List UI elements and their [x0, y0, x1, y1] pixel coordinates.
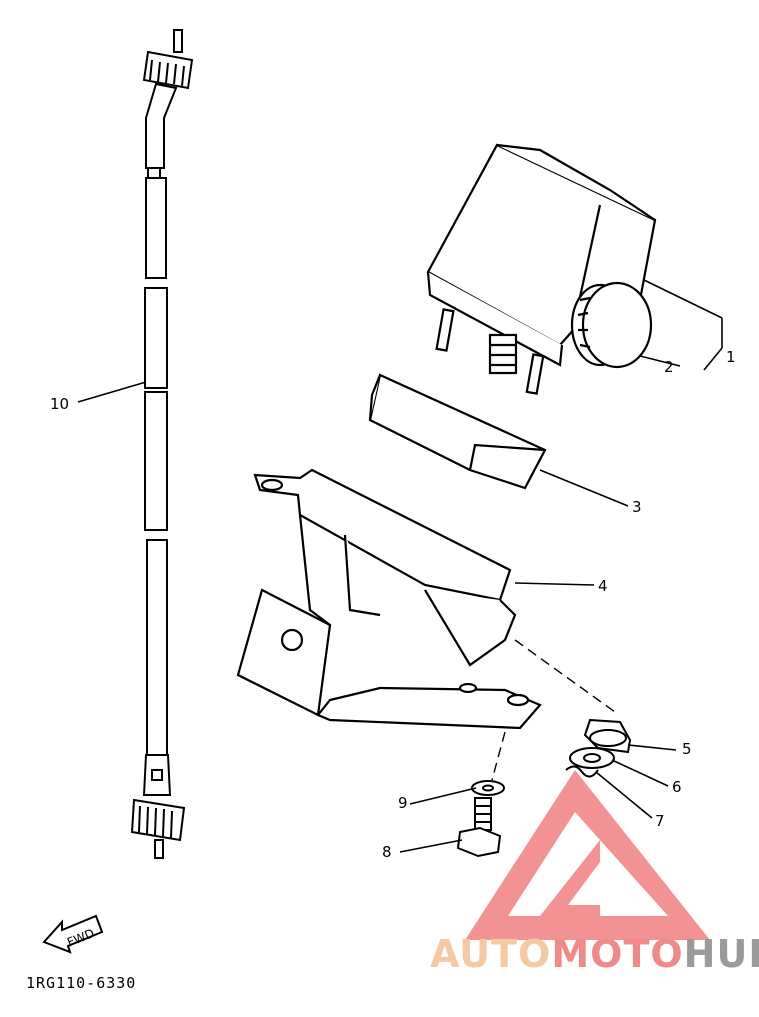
- callout-5: 5: [682, 740, 692, 758]
- callout-6: 6: [672, 778, 682, 796]
- callout-10: 10: [50, 395, 69, 413]
- spring-clip: [565, 765, 599, 778]
- callout-2: 2: [664, 358, 674, 376]
- watermark-text: AUTOMOTOHUB: [430, 932, 759, 976]
- callout-4: 4: [598, 577, 608, 595]
- bolt: [456, 797, 502, 858]
- leader-lines: [77, 279, 723, 853]
- speedometer-cable: [130, 29, 194, 859]
- grommet: [583, 718, 632, 754]
- reset-knob: [570, 281, 653, 369]
- watermark-hub: HUB: [683, 932, 759, 976]
- watermark-moto: MOTO: [551, 932, 684, 976]
- part-code: 1RG110-6330: [26, 974, 137, 992]
- fwd-arrow-icon: FWD: [42, 914, 104, 954]
- callout-7: 7: [655, 812, 665, 830]
- lock-washer: [471, 780, 505, 796]
- damper-pad: [368, 373, 547, 490]
- callout-3: 3: [632, 498, 642, 516]
- meter-bracket: [236, 468, 542, 730]
- centre-lines: [491, 639, 616, 781]
- watermark-auto: AUTO: [430, 932, 552, 976]
- callout-8: 8: [382, 843, 392, 861]
- washer: [569, 747, 615, 769]
- watermark-logo-icon: [465, 770, 710, 940]
- callout-1: 1: [726, 348, 736, 366]
- callout-9: 9: [398, 794, 408, 812]
